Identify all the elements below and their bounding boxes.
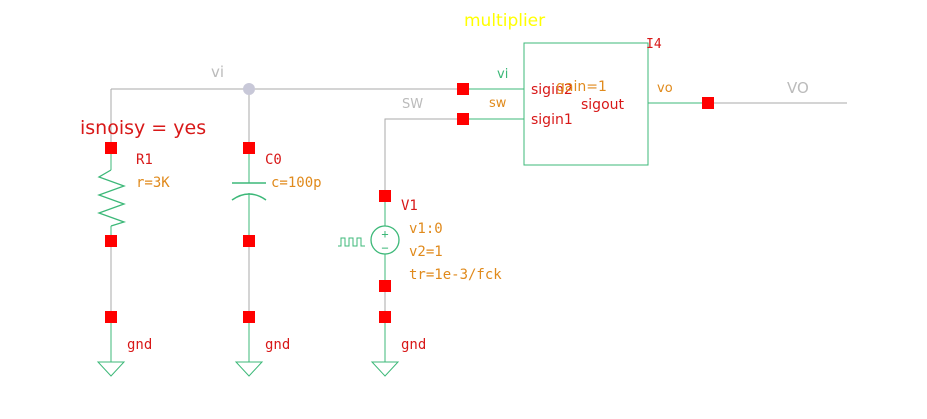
r1-gnd-label: gnd [127,337,152,353]
ground-icon [370,361,400,377]
v1-param-v2: v2=1 [409,244,443,260]
net-label-vo: VO [787,79,809,97]
pin-v1-gnd[interactable] [379,311,391,323]
v1-minus-sign: − [381,241,388,255]
pin-label-sigout: sigout [581,97,625,113]
pin-c0-plus[interactable] [243,142,255,154]
pin-r1-minus[interactable] [105,235,117,247]
net-label-vi: vi [211,63,224,81]
net-label-vo-block: vo [657,81,673,96]
v1-gnd-label: gnd [401,337,426,353]
noise-note: isnoisy = yes [80,117,206,139]
net-label-vi-block: vi [497,67,508,82]
pin-label-sigin2: sigin2 [531,82,573,98]
multiplier-inst-name: I4 [646,37,662,52]
source-v1[interactable]: + − V1 v1:0 v2=1 tr=1e-3/fck gnd [338,196,502,377]
multiplier-body[interactable] [523,42,649,166]
net-label-sw-block: sw [489,96,507,111]
pin-v1-plus[interactable] [379,190,391,202]
resistor-icon [97,169,127,227]
pin-sigin2[interactable] [457,83,469,95]
ground-icon [96,361,126,377]
net-label-sw: SW [402,97,423,112]
v1-plus-sign: + [381,227,388,241]
c0-name: C0 [265,152,282,168]
pin-v1-minus[interactable] [379,280,391,292]
r1-param: r=3K [136,175,170,191]
pin-label-sigin1: sigin1 [531,112,573,128]
c0-param: c=100p [271,175,322,191]
wire-sw[interactable] [384,118,463,196]
multiplier-block[interactable]: I4 sigin2 gain=1 sigin1 sigout [463,37,708,166]
pin-r1-gnd[interactable] [105,311,117,323]
ground-icon [234,361,264,377]
pin-r1-plus[interactable] [105,142,117,154]
v1-param-tr: tr=1e-3/fck [409,267,502,283]
resistor-r1[interactable]: R1 r=3K gnd [96,148,170,377]
pin-c0-gnd[interactable] [243,311,255,323]
junction-dot [243,83,255,95]
block-title: multiplier [464,11,545,31]
v1-param-v1: v1:0 [409,221,443,237]
gain-param: gain=1 [556,79,607,95]
capacitor-c0[interactable]: C0 c=100p gnd [231,148,322,377]
wires [110,88,847,196]
v1-name: V1 [401,198,418,214]
pins [105,83,714,323]
pin-c0-minus[interactable] [243,235,255,247]
pin-sigout[interactable] [702,97,714,109]
c0-gnd-label: gnd [265,337,290,353]
pin-sigin1[interactable] [457,113,469,125]
r1-name: R1 [136,152,153,168]
pulse-waveform-icon [338,237,365,247]
